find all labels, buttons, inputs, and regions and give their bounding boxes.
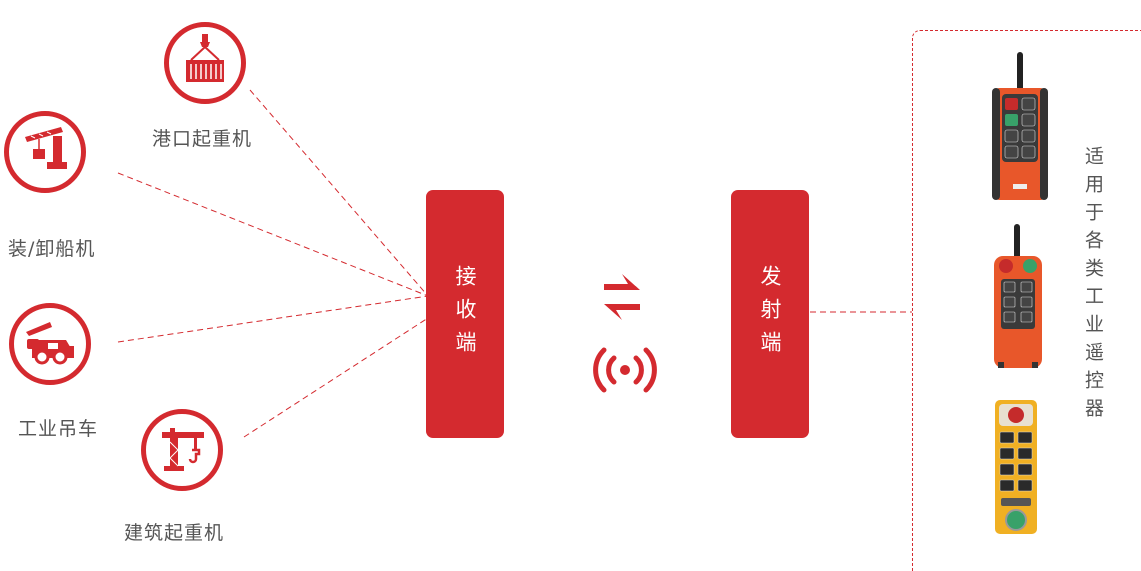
remote-controller-8-button (992, 52, 1048, 200)
swap-arrows-icon (604, 274, 640, 320)
remote-caption: 适用于各类工业遥控器 (1082, 146, 1104, 426)
transmitter-block: 发射端 (731, 190, 809, 438)
tower-crane-icon (141, 409, 223, 491)
wireless-signal-icon (593, 347, 657, 393)
construction-crane-label: 建筑起重机 (124, 522, 225, 544)
remote-controller-yellow (995, 400, 1037, 534)
port-crane-icon (164, 22, 246, 104)
industrial-crane-label: 工业吊车 (18, 418, 99, 440)
receiver-label: 接收端 (453, 264, 477, 364)
port-crane-label: 港口起重机 (152, 128, 253, 150)
connection-lines (117, 89, 912, 438)
transmitter-label: 发射端 (758, 264, 782, 364)
remotes-panel (912, 30, 1141, 571)
ship-loader-label: 装/卸船机 (8, 238, 96, 260)
ship-loader-icon (4, 111, 86, 193)
receiver-block: 接收端 (426, 190, 504, 438)
truck-crane-icon (9, 303, 91, 385)
remote-controller-6-button (994, 224, 1042, 368)
